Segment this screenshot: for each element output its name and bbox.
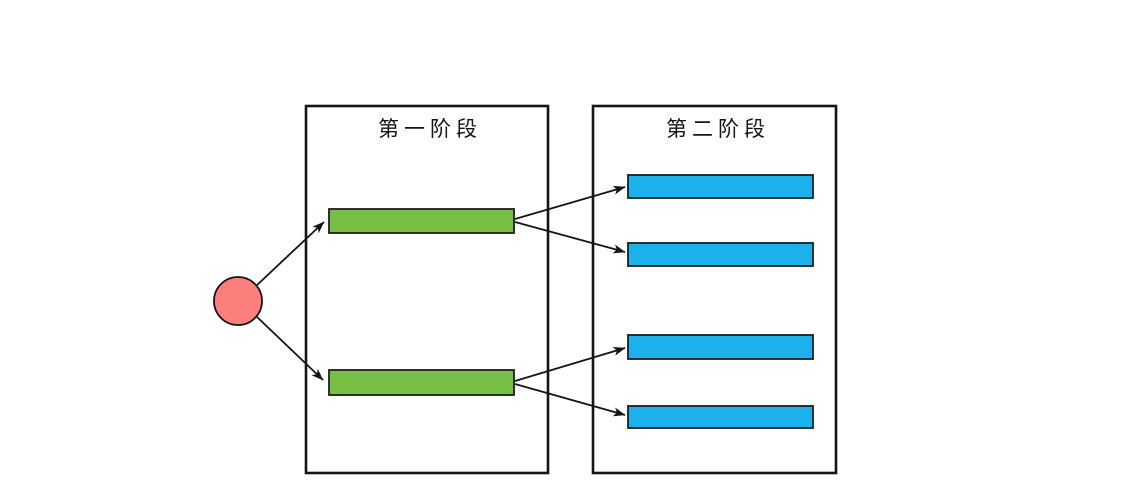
stage2-bar2 bbox=[627, 242, 814, 267]
stage2-bar3 bbox=[627, 334, 814, 360]
stage1-title: 第一阶段 bbox=[378, 117, 482, 141]
arrow-stage1-bar1-to-stage2-bar1 bbox=[514, 185, 626, 220]
arrow-stage1-bar2-to-stage2-bar3 bbox=[514, 346, 626, 382]
arrow-start-to-stage1-bar1 bbox=[255, 221, 325, 287]
start-node bbox=[213, 276, 263, 326]
arrow-stage1-bar1-to-stage2-bar2 bbox=[514, 221, 626, 254]
stage1-bar1 bbox=[328, 208, 515, 234]
stage2-bar1 bbox=[627, 174, 814, 199]
arrow-stage1-bar2-to-stage2-bar4 bbox=[514, 383, 626, 417]
stage2-bar4 bbox=[627, 405, 814, 429]
arrow-start-to-stage1-bar2 bbox=[255, 315, 324, 381]
stage1-box bbox=[304, 104, 550, 475]
stage2-title: 第二阶段 bbox=[666, 117, 770, 141]
stage1-bar2 bbox=[328, 369, 515, 396]
